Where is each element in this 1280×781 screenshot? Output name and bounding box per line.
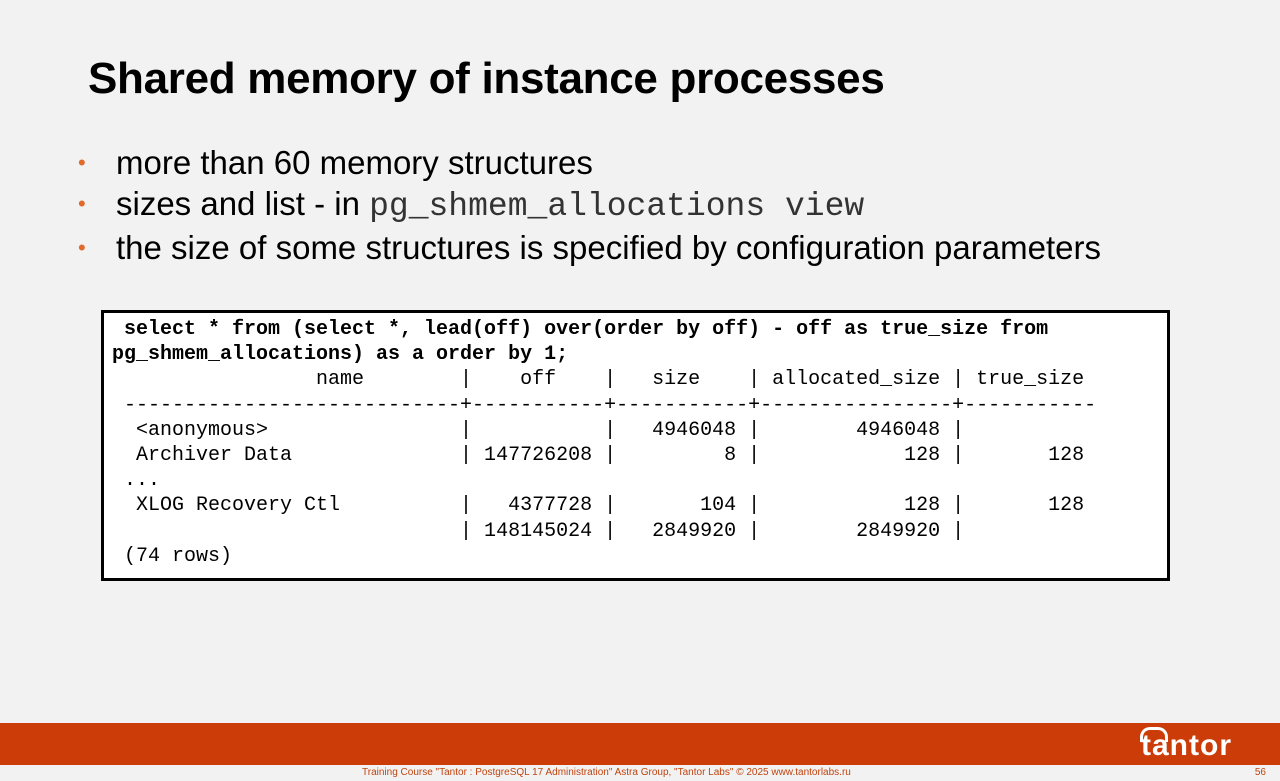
result-row: <anonymous> | | 4946048 | 4946048 | xyxy=(112,418,965,442)
result-ellipsis: ... xyxy=(112,469,161,493)
logo-hook-icon xyxy=(1140,727,1168,742)
result-header: name | off | size | allocated_size | tru… xyxy=(112,368,1085,392)
result-footer: (74 rows) xyxy=(112,544,233,568)
bullet-list: • more than 60 memory structures • sizes… xyxy=(78,142,1178,268)
result-row: XLOG Recovery Ctl | 4377728 | 104 | 128 … xyxy=(112,494,1085,518)
sql-query-line: pg_shmem_allocations) as a order by 1; xyxy=(112,343,569,367)
code-block: select * from (select *, lead(off) over(… xyxy=(101,310,1170,581)
bullet-text: the size of some structures is specified… xyxy=(116,229,1101,266)
result-row: Archiver Data | 147726208 | 8 | 128 | 12… xyxy=(112,444,1085,468)
bullet-dot-icon: • xyxy=(78,235,86,260)
result-separator: ----------------------------+-----------… xyxy=(112,393,1097,417)
sql-query-line: select * from (select *, lead(off) over(… xyxy=(112,318,1049,341)
bullet-dot-icon: • xyxy=(78,150,86,175)
bullet-text: more than 60 memory structures xyxy=(116,144,593,181)
bullet-text: sizes and list - in xyxy=(116,185,370,222)
bullet-item: • the size of some structures is specifi… xyxy=(78,227,1178,268)
code-content: select * from (select *, lead(off) over(… xyxy=(104,313,1167,569)
page-number: 56 xyxy=(1254,767,1266,778)
bullet-dot-icon: • xyxy=(78,191,86,216)
tantor-logo: tantor xyxy=(1141,729,1232,762)
bullet-code: pg_shmem_allocations view xyxy=(369,188,865,225)
slide-title: Shared memory of instance processes xyxy=(88,54,885,103)
footer-text: Training Course "Tantor : PostgreSQL 17 … xyxy=(362,767,851,778)
footer-bar: tantor xyxy=(0,723,1280,765)
bullet-item: • sizes and list - in pg_shmem_allocatio… xyxy=(78,183,1178,227)
bullet-item: • more than 60 memory structures xyxy=(78,142,1178,183)
result-row: | 148145024 | 2849920 | 2849920 | xyxy=(112,519,965,543)
